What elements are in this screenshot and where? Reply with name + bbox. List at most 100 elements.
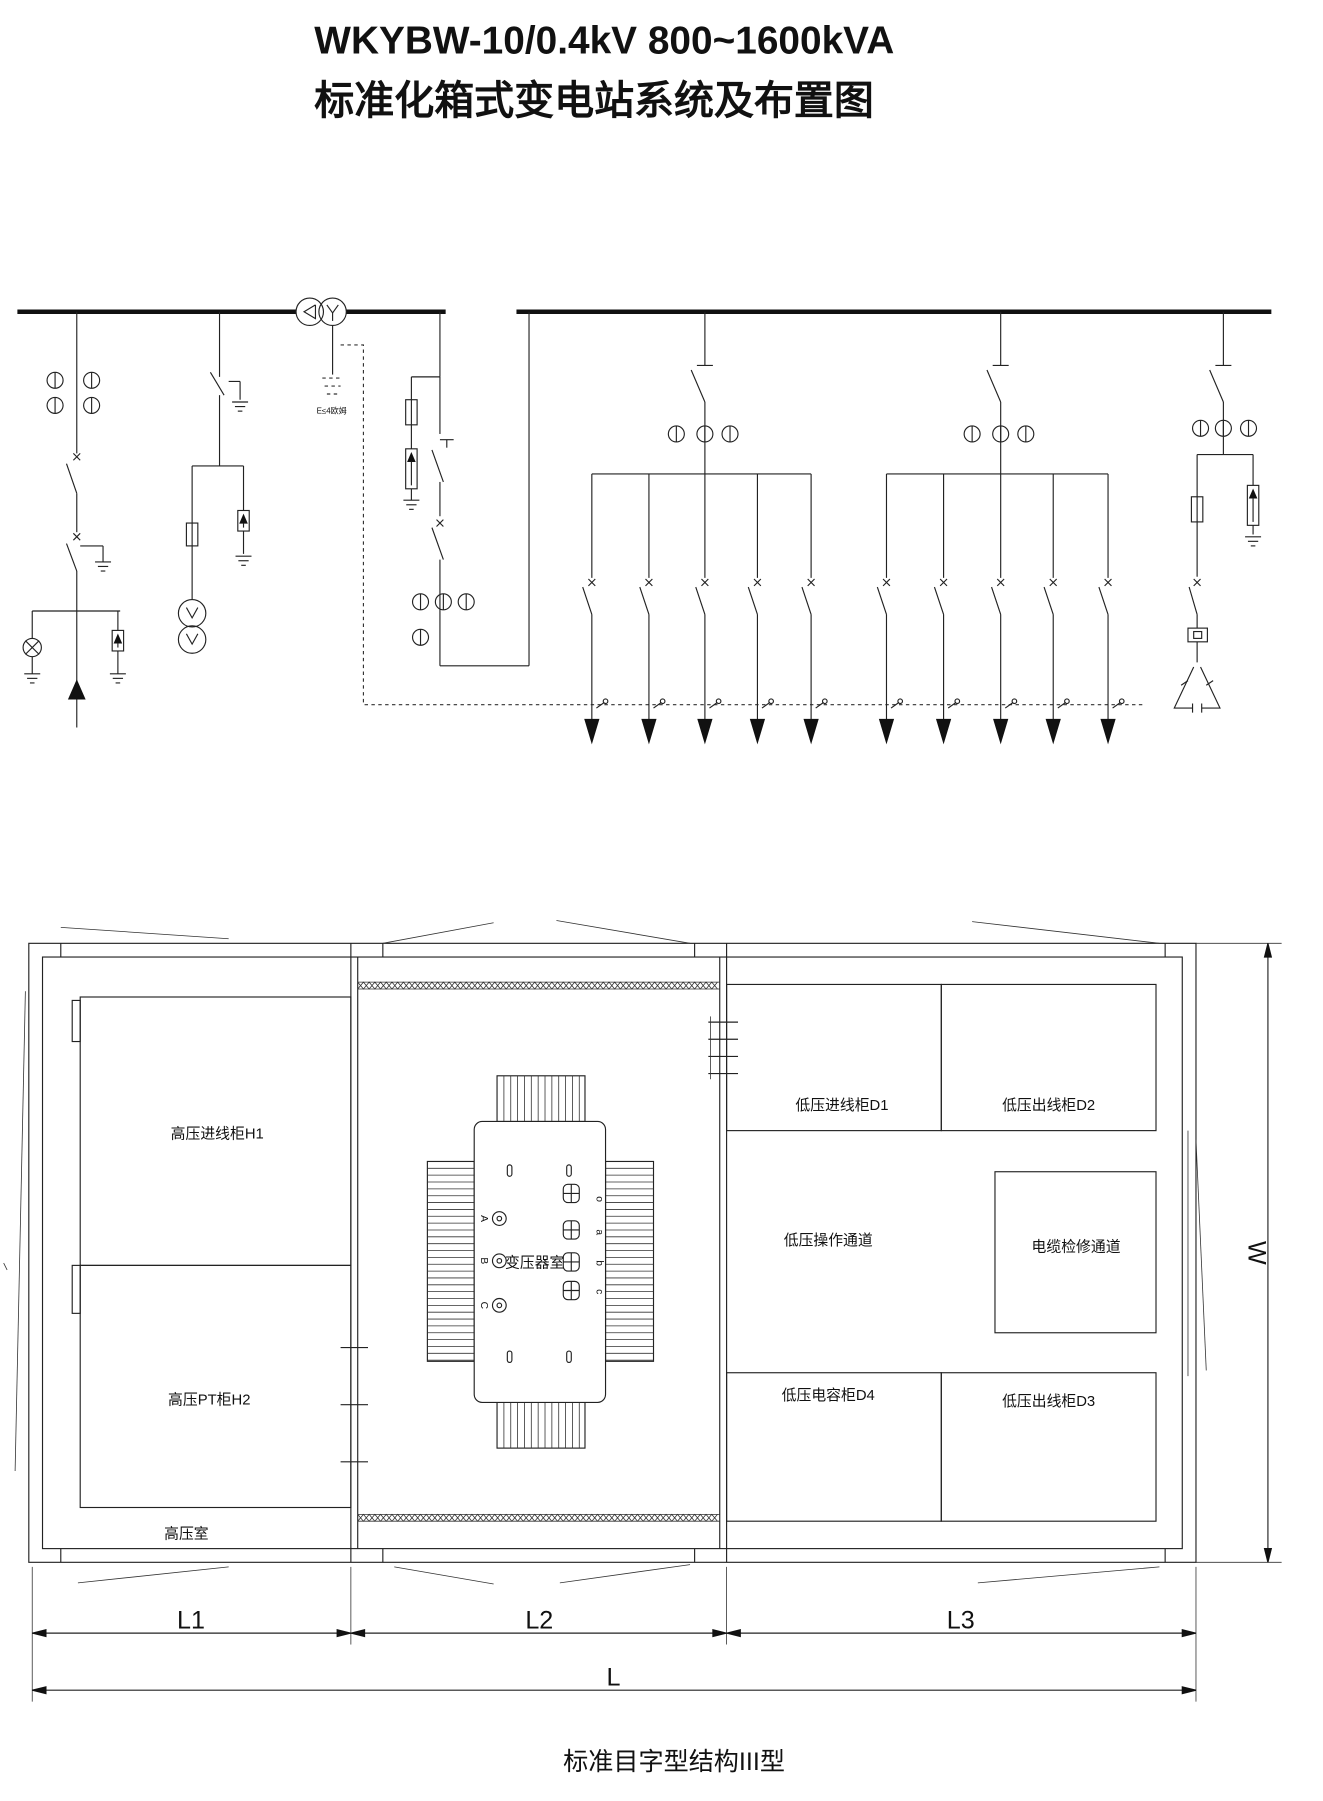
lv-outgoing-group-2-branch-breaker-blade (876, 586, 888, 615)
hv-earthing-switch-blade (65, 543, 78, 572)
dimension-arrowhead (32, 1686, 47, 1695)
lv-capacitor-cabinet-label: 低压电容柜D4 (782, 1387, 875, 1404)
dimension-l3-label: L3 (947, 1607, 975, 1635)
title-description-line: 标准化箱式变电站系统及布置图 (314, 79, 874, 123)
lv-outgoing-cabinet-d2-label: 低压出线柜D2 (1002, 1097, 1095, 1114)
roof-overhang-line (972, 921, 1160, 944)
dimension-arrowhead (726, 1628, 741, 1638)
roof-overhang-line (1195, 1139, 1207, 1371)
lv-outgoing-group-1-branch-outlet-arrow (749, 718, 766, 745)
lv-outgoing-group-2-branch-neutral-tap (897, 698, 904, 705)
dimension-l2-label: L2 (525, 1607, 553, 1635)
lv-main-breaker-blade (431, 527, 444, 560)
lv-outgoing-group-1-branch-outlet-arrow (584, 718, 600, 745)
lv-outgoing-group-2-branch-neutral-tap (954, 698, 961, 705)
lv-incoming-cabinet-label: 低压进线柜D1 (795, 1097, 888, 1114)
neutral-pe-line (340, 344, 1143, 706)
hv-bushing-symbol (496, 1257, 503, 1264)
hv-pt-cabinet-label: 高压PT柜H2 (168, 1392, 250, 1409)
breaker-mark (939, 578, 948, 587)
structure-type-caption: 标准目字型结构III型 (563, 1748, 785, 1776)
cable-channel (994, 1171, 1157, 1334)
lv-outgoing-group-2-branch-breaker-blade (991, 586, 1002, 615)
lv-terminal-label-c: c (593, 1289, 604, 1294)
lv-outgoing-group-1-branch-breaker-blade (747, 586, 758, 615)
hv-bushing-symbol (491, 1211, 507, 1226)
breaker-mark (807, 578, 815, 587)
dimension-arrowhead (1263, 943, 1273, 958)
layout-plan-geometry (3, 920, 1282, 1702)
dimension-arrowhead (1181, 1628, 1197, 1638)
lv-outgoing-group-1-branch-breaker-blade (695, 586, 706, 615)
hv-incoming-cabinet-label: 高压进线柜H1 (171, 1126, 264, 1143)
transformer-right-radiator (604, 1160, 655, 1362)
transformer-primary-winding (295, 297, 325, 327)
hv-pt-disconnector-blade (209, 372, 225, 396)
lv-outgoing-group-1-branch-neutral-tap (815, 701, 825, 709)
roof-overhang-line (3, 1262, 8, 1271)
transformer-lifting-lug (566, 1350, 572, 1364)
breaker-mark (588, 578, 596, 587)
transformer-room-label: 变压器室 (505, 1255, 564, 1272)
lv-outgoing-group-1-branch-breaker-blade (582, 586, 593, 615)
roof-overhang-line (77, 1566, 229, 1584)
hv-load-switch-blade (65, 463, 78, 494)
lv-outgoing-group-2-branch-neutral-tap (1057, 701, 1067, 709)
voltage-transformer-winding (177, 599, 207, 628)
breaker-mark (1049, 578, 1058, 587)
lv-outgoing-group-1-branch-neutral-tap (715, 698, 722, 705)
lv-outgoing-group-2-isolator-blade (986, 369, 1002, 403)
dimension-arrowhead (1181, 1686, 1197, 1695)
lv-terminal-label-a: a (593, 1229, 604, 1235)
capacitor-plate (1205, 680, 1214, 686)
lv-outgoing-group-1-branch-neutral-tap (761, 701, 771, 709)
cable-channel-label: 电缆检修通道 (1032, 1239, 1121, 1256)
capacitor-plate (1180, 680, 1189, 686)
lv-outgoing-group-1-branch-breaker-blade (801, 586, 812, 615)
transformer-left-radiator (426, 1160, 475, 1362)
lv-outgoing-group-1-branch-neutral-tap (709, 701, 718, 709)
roof-overhang-line (559, 1564, 691, 1584)
title-model-line: WKYBW-10/0.4kV 800~1600kVA (314, 20, 894, 63)
lv-outgoing-group-1-branch-outlet-arrow (641, 718, 657, 745)
breaker-mark (72, 452, 81, 461)
transformer-tank (473, 1120, 607, 1403)
hv-terminal-label-b: B (478, 1257, 489, 1264)
cable-trench-hatch (357, 1513, 718, 1522)
breaker-mark (753, 578, 762, 587)
roof-overhang-line (556, 920, 691, 944)
cabinet-door-hinge (71, 1264, 81, 1314)
lv-outgoing-group-1-branch-outlet-arrow (697, 718, 713, 745)
hv-room-label: 高压室 (164, 1525, 209, 1542)
lv-outgoing-group-1-branch-breaker-blade (639, 586, 650, 615)
transformer-lifting-lug (506, 1350, 513, 1364)
lv-capacitor-isolator-blade (1209, 369, 1224, 403)
layout-plan: 高压进线柜H1 高压PT柜H2 高压室 变压器室 A B C o a b c 低… (3, 920, 1282, 1702)
roof-overhang-line (60, 926, 229, 940)
hv-pt-cabinet-h2 (79, 1264, 352, 1509)
lv-outgoing-group-2-branch-neutral-tap (1112, 701, 1121, 709)
lv-outgoing-group-2-branch-breaker-blade (1043, 586, 1054, 615)
breaker-mark (436, 519, 444, 527)
hv-terminal-label-c: C (478, 1302, 489, 1310)
enclosure-inner-wall (41, 956, 1183, 1550)
roof-overhang-line (14, 991, 26, 1471)
dimension-arrowhead (32, 1628, 47, 1638)
transformer-top-radiator (496, 1075, 586, 1123)
lv-outgoing-group-1-branch-neutral-tap (821, 698, 828, 705)
capacitor-contactor-symbol (1193, 630, 1203, 639)
lv-outgoing-group-2-branch-neutral-tap (1004, 701, 1014, 709)
lv-outgoing-group-2-branch-outlet-arrow (1045, 718, 1061, 745)
roof-overhang-line (977, 1566, 1160, 1584)
transformer-bottom-radiator (496, 1401, 586, 1449)
lv-isolator-blade (431, 449, 444, 483)
breaker-mark (996, 578, 1005, 587)
lv-outgoing-cabinet-d3-label: 低压出线柜D3 (1002, 1393, 1095, 1410)
dimension-arrowhead (336, 1628, 352, 1638)
single-line-diagram-geometry (17, 297, 1272, 745)
transformer-lifting-lug (566, 1164, 572, 1177)
lv-outgoing-group-1-branch-neutral-tap (653, 701, 662, 709)
voltage-transformer-symbol (185, 633, 199, 646)
voltage-transformer-symbol (185, 607, 199, 620)
